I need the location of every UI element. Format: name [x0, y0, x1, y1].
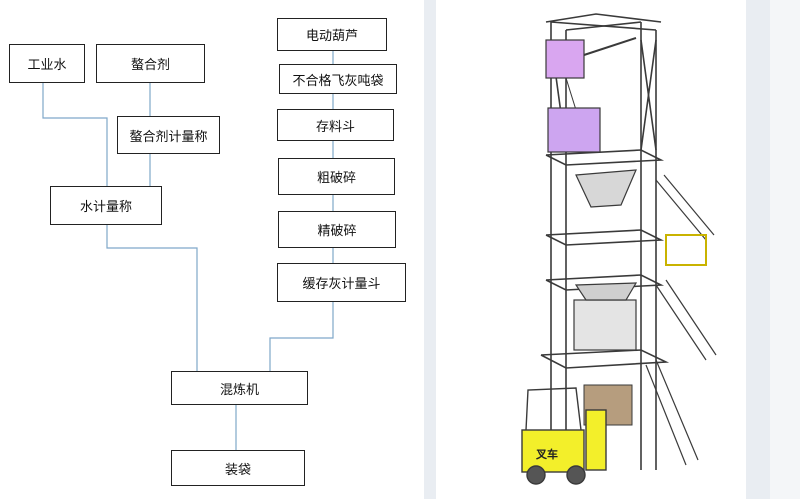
connector-buffer-to-mixer — [269, 302, 334, 371]
tower-frame — [540, 13, 670, 470]
flow-connectors — [42, 51, 334, 450]
node-bagging: 装袋 — [171, 450, 305, 486]
side-platform — [665, 234, 707, 266]
tower-illustration: 叉车 — [521, 13, 717, 485]
node-storage-hopper: 存料斗 — [277, 109, 394, 141]
ton-bag-shape — [547, 107, 601, 153]
node-coarse-crushing: 粗破碎 — [278, 158, 395, 195]
node-fine-crushing: 精破碎 — [278, 211, 396, 248]
forklift-label: 叉车 — [535, 447, 558, 461]
electric-hoist-shape — [545, 39, 585, 79]
mixer-body — [573, 299, 637, 351]
node-chelating-agent-scale: 螯合剂计量称 — [117, 116, 220, 154]
node-buffer-ash-hopper: 缓存灰计量斗 — [277, 263, 406, 302]
hopper-shape — [575, 169, 637, 208]
node-electric-hoist: 电动葫芦 — [277, 18, 387, 51]
node-unqualified-fly-ash-bags: 不合格飞灰吨袋 — [279, 64, 397, 94]
node-water-scale: 水计量称 — [50, 186, 162, 225]
edge-strip — [770, 0, 800, 499]
side-stair — [645, 174, 717, 466]
node-mixer: 混炼机 — [171, 371, 308, 405]
flowchart-panel: 工业水 螯合剂 螯合剂计量称 水计量称 电动葫芦 不合格飞灰吨袋 存料斗 粗破碎… — [0, 0, 424, 499]
lower-hopper — [574, 282, 638, 301]
forklift — [521, 387, 607, 485]
node-industrial-water: 工业水 — [9, 44, 85, 83]
node-chelating-agent: 螯合剂 — [96, 44, 205, 83]
connector-water-to-water-scale — [42, 83, 108, 186]
equipment-illustration-panel: 叉车 — [436, 0, 746, 499]
connector-water-scale-to-mixer — [106, 225, 198, 371]
